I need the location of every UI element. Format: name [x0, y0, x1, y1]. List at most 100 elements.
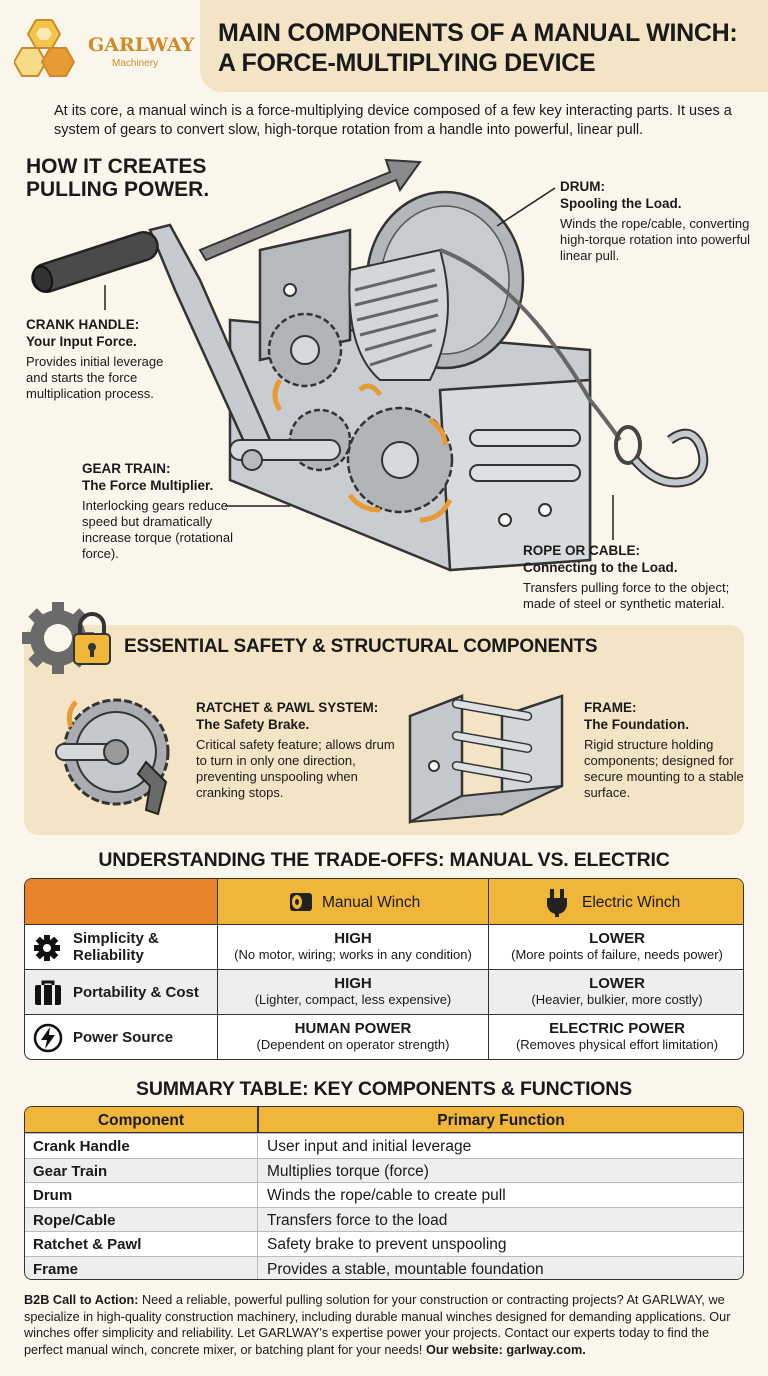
summary-header-function: Primary Function — [437, 1112, 565, 1129]
comparison-row-manual: HIGH (Lighter, compact, less expensive) — [218, 970, 489, 1014]
electric-value: ELECTRIC POWER — [549, 1020, 685, 1037]
callout-gear-title: GEAR TRAIN: — [82, 461, 171, 476]
summary-function: Provides a stable, mountable foundation — [267, 1260, 544, 1278]
crank-handle — [31, 223, 341, 471]
summary-row: Drum Winds the rope/cable to create pull — [25, 1182, 743, 1207]
electric-note: (Removes physical effort limitation) — [515, 1037, 719, 1052]
title-band — [200, 0, 768, 92]
page-title-line2: A FORCE-MULTIPLYING DEVICE — [218, 49, 596, 77]
summary-function: User input and initial leverage — [267, 1138, 472, 1155]
manual-note: (No motor, wiring; works in any conditio… — [234, 947, 472, 962]
winch-illustration — [31, 158, 709, 572]
summary-component: Frame — [33, 1260, 79, 1278]
brand-tagline: Machinery — [112, 58, 159, 69]
rope-and-hook — [439, 248, 709, 488]
how-it-heading: HOW IT CREATES PULLING POWER. — [26, 155, 210, 201]
comparison-row-label: Simplicity & Reliability — [73, 930, 159, 964]
page-title: MAIN COMPONENTS OF A MANUAL WINCH: A FOR… — [218, 18, 758, 78]
ratchet-pawl-illustration — [55, 698, 170, 816]
callout-crank-text: Provides initial leverage and starts the… — [26, 354, 164, 401]
summary-component: Rope/Cable — [33, 1211, 116, 1229]
electric-value: LOWER — [589, 975, 645, 992]
summary-row: Rope/Cable Transfers force to the load — [25, 1206, 743, 1231]
gear-lock-icon — [22, 602, 111, 674]
gear-icon — [34, 935, 60, 961]
callout-rope-title: ROPE OR CABLE: — [523, 543, 641, 558]
summary-header-component: Component — [97, 1112, 185, 1129]
manual-note: (Lighter, compact, less expensive) — [254, 992, 452, 1007]
callout-gear-text: Interlocking gears reduce speed but dram… — [82, 498, 234, 561]
callout-ratchet: RATCHET & PAWL SYSTEM: The Safety Brake.… — [196, 699, 396, 801]
summary-component: Drum — [33, 1187, 73, 1204]
column-manual-label: Manual Winch — [322, 894, 421, 911]
intro-text: At its core, a manual winch is a force-m… — [54, 103, 732, 138]
summary-component: Crank Handle — [33, 1138, 130, 1155]
comparison-row: Portability & Cost HIGH (Lighter, compac… — [25, 970, 743, 1015]
manual-value: HIGH — [334, 975, 372, 992]
lightning-icon — [33, 1023, 63, 1053]
summary-function: Winds the rope/cable to create pull — [267, 1187, 506, 1204]
comparison-header-blank — [25, 879, 218, 924]
summary-table: Component Primary Function Crank Handle … — [24, 1106, 744, 1280]
electric-value: LOWER — [589, 930, 645, 947]
winch-drum-icon — [290, 893, 312, 911]
comparison-row-label-cell: Simplicity & Reliability — [25, 925, 218, 969]
comparison-row: Simplicity & Reliability HIGH (No motor,… — [25, 925, 743, 970]
comparison-row: Power Source HUMAN POWER (Dependent on o… — [25, 1015, 743, 1059]
manual-note: (Dependent on operator strength) — [256, 1037, 450, 1052]
comparison-header-electric: Electric Winch — [489, 879, 743, 924]
cta-text: Need a reliable, powerful pulling soluti… — [24, 1293, 731, 1357]
column-electric-label: Electric Winch — [582, 894, 681, 911]
comparison-row-electric: ELECTRIC POWER (Removes physical effort … — [489, 1015, 743, 1059]
callout-frame: FRAME: The Foundation. Rigid structure h… — [584, 699, 744, 801]
pull-direction-arrow-icon — [198, 158, 422, 262]
summary-row: Crank Handle User input and initial leve… — [25, 1133, 743, 1158]
comparison-row-manual: HIGH (No motor, wiring; works in any con… — [218, 925, 489, 969]
comparison-title: UNDERSTANDING THE TRADE-OFFS: MANUAL VS.… — [98, 849, 670, 871]
comparison-header-row: Manual Winch Electric Winch — [25, 879, 743, 925]
summary-function: Transfers force to the load — [267, 1211, 448, 1229]
comparison-table: Manual Winch Electric Winch Simplicity & — [24, 878, 744, 1060]
brand-name: GARLWAY — [88, 34, 195, 56]
callout-frame-text: Rigid structure holding components; desi… — [584, 737, 744, 800]
comparison-row-electric: LOWER (More points of failure, needs pow… — [489, 925, 743, 969]
callout-crank-sub: Your Input Force. — [26, 334, 137, 349]
callout-drum-title: DRUM: — [560, 179, 605, 194]
comparison-header-manual: Manual Winch — [218, 879, 489, 924]
summary-function: Safety brake to prevent unspooling — [267, 1236, 507, 1253]
frame-illustration — [408, 694, 564, 825]
briefcase-icon — [35, 980, 61, 1005]
brand-logo — [12, 18, 186, 84]
website-link[interactable]: Our website: garlway.com. — [425, 1342, 586, 1357]
callout-crank-title: CRANK HANDLE: — [26, 317, 140, 332]
callout-rope: ROPE OR CABLE: Connecting to the Load. T… — [523, 542, 763, 612]
hexagon-logo-icon — [12, 19, 76, 77]
callout-crank: CRANK HANDLE: Your Input Force. Provides… — [26, 316, 186, 402]
manual-value: HUMAN POWER — [294, 1020, 412, 1037]
page-title-line1: MAIN COMPONENTS OF A MANUAL WINCH: — [218, 19, 738, 47]
callout-frame-title: FRAME: — [584, 700, 637, 715]
call-to-action: B2B Call to Action: Need a reliable, pow… — [24, 1292, 748, 1358]
comparison-row-label: Portability & Cost — [73, 984, 199, 1001]
summary-row: Gear Train Multiplies torque (force) — [25, 1157, 743, 1182]
comparison-row-electric: LOWER (Heavier, bulkier, more costly) — [489, 970, 743, 1014]
callout-gear-train: GEAR TRAIN: The Force Multiplier. Interl… — [82, 460, 242, 562]
callout-frame-sub: The Foundation. — [584, 717, 689, 732]
summary-row: Ratchet & Pawl Safety brake to prevent u… — [25, 1231, 743, 1256]
comparison-row-label-cell: Power Source — [25, 1015, 218, 1059]
callout-drum: DRUM: Spooling the Load. Winds the rope/… — [560, 178, 760, 264]
comparison-row-manual: HUMAN POWER (Dependent on operator stren… — [218, 1015, 489, 1059]
summary-header-row: Component Primary Function — [25, 1107, 743, 1133]
winch-drum — [348, 190, 525, 381]
comparison-row-label-cell: Portability & Cost — [25, 970, 218, 1014]
callout-drum-sub: Spooling the Load. — [560, 196, 682, 211]
cta-label: B2B Call to Action: — [24, 1293, 139, 1307]
summary-component: Gear Train — [33, 1162, 108, 1180]
callout-drum-text: Winds the rope/cable, converting high-to… — [560, 216, 751, 263]
callout-ratchet-title: RATCHET & PAWL SYSTEM: — [196, 700, 379, 715]
summary-row: Frame Provides a stable, mountable found… — [25, 1255, 743, 1279]
callout-rope-sub: Connecting to the Load. — [523, 560, 678, 575]
callout-rope-text: Transfers pulling force to the object; m… — [523, 580, 730, 611]
manual-value: HIGH — [334, 930, 372, 947]
leader-lines — [104, 187, 614, 540]
